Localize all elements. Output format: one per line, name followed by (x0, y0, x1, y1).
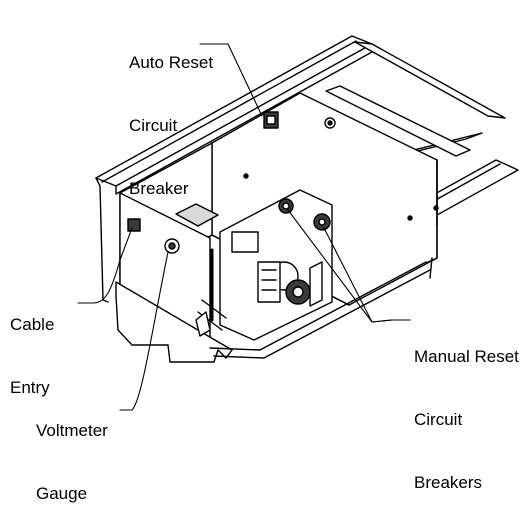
leader-auto-reset (199, 43, 263, 117)
callout-cable-entry-line-1: Cable (10, 315, 55, 334)
callout-manual-reset: Manual Reset Circuit Breakers (414, 304, 519, 514)
callout-manual-reset-line-2: Circuit (414, 410, 463, 429)
handle (195, 311, 211, 337)
callout-cable-entry: Cable Entry (10, 272, 54, 419)
lower-frame (209, 261, 427, 351)
left-top-rail-inner (101, 40, 357, 183)
callout-manual-reset-line-3: Breakers (414, 473, 483, 492)
cable-entry-gland (127, 218, 141, 232)
callout-auto-reset-line-2: Circuit (129, 116, 178, 135)
leader-cable-entry (77, 227, 133, 304)
callout-voltmeter-line-1: Voltmeter (36, 421, 108, 440)
interior (127, 111, 439, 341)
enclosure-drawing (77, 35, 519, 411)
callout-voltmeter-line-2: Gauge (36, 484, 88, 503)
motor-hub-inner (292, 286, 304, 298)
left-upright (95, 177, 109, 303)
callout-auto-reset-line-3: Breaker (129, 179, 189, 198)
bolt-1 (243, 173, 249, 179)
cross-bar-rear (325, 85, 471, 157)
bolt-3 (433, 205, 439, 211)
box-body (95, 92, 438, 363)
cross-bar-back (354, 41, 506, 119)
base-skirt (115, 281, 233, 363)
manual-breaker-1 (278, 198, 294, 214)
manual-breaker-2 (313, 213, 331, 231)
right-leg (429, 257, 433, 279)
callout-voltmeter: Voltmeter Gauge (36, 378, 108, 525)
auto-breaker (263, 111, 279, 129)
lower-frame-2 (213, 269, 431, 359)
callout-auto-reset: Auto Reset Circuit Breaker (129, 10, 213, 220)
callout-cable-entry-line-2: Entry (10, 378, 50, 397)
callout-auto-reset-line-1: Auto Reset (129, 53, 214, 72)
terminal-strip (175, 203, 219, 227)
bracket (309, 261, 323, 307)
bolt-2 (407, 215, 413, 221)
relay-block (231, 231, 259, 253)
diagram (77, 35, 519, 411)
leaders (77, 43, 411, 411)
leader-voltmeter (119, 251, 169, 411)
motor-body (257, 261, 281, 303)
callout-manual-reset-line-1: Manual Reset (414, 347, 519, 366)
leader-manual-2 (323, 227, 411, 323)
